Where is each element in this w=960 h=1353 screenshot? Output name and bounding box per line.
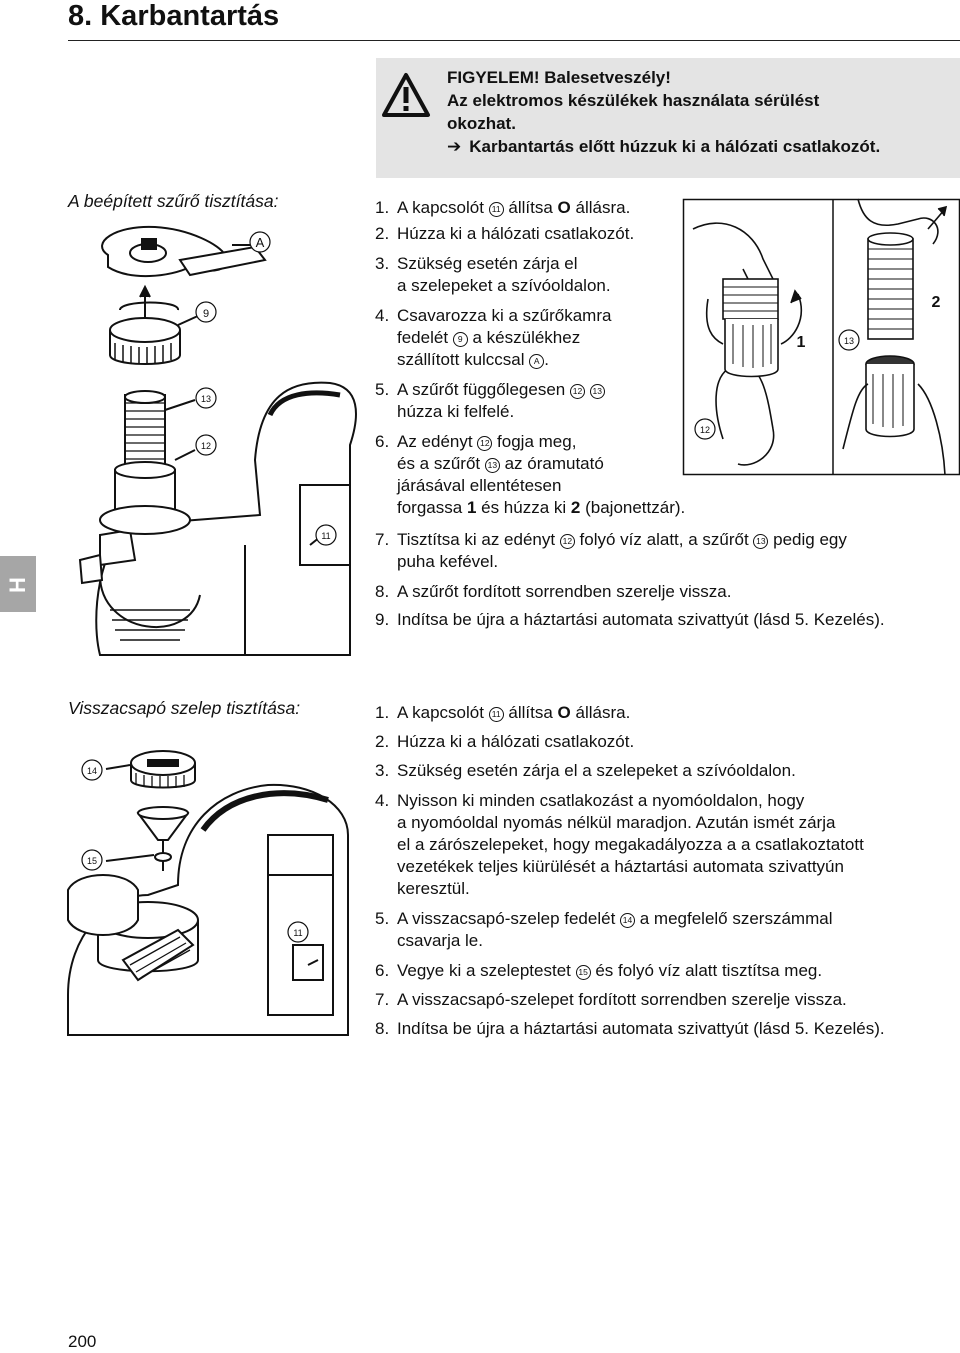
- step-7: 7.Tisztítsa ki az edényt 12 folyó víz al…: [375, 530, 847, 571]
- step-2: 2.Húzza ki a hálózati csatlakozót.: [375, 224, 635, 243]
- warning-instruction: ➔Karbantartás előtt húzzuk ki a hálózati…: [447, 137, 881, 156]
- label-12: 12: [700, 425, 710, 435]
- language-tab-letter: H: [5, 577, 30, 593]
- step-5: 5.A visszacsapó-szelep fedelét 14 a megf…: [375, 909, 833, 950]
- pump-filter-illustration: A 9 13 12 11: [78, 225, 357, 656]
- step-3: 3.Szükség esetén zárja el a szelepeket a…: [375, 761, 796, 780]
- label-13: 13: [844, 336, 854, 346]
- label-13: 13: [201, 394, 211, 404]
- check-valve-illustration: 14 15 11: [67, 750, 349, 1036]
- label-9: 9: [203, 308, 209, 320]
- ref-13-icon: 13: [753, 534, 769, 549]
- warning-triangle-icon: [382, 73, 430, 117]
- filter-removal-illustration: 1 2 13 12: [682, 198, 960, 476]
- language-tab: H: [0, 556, 36, 612]
- label-12: 12: [201, 441, 211, 451]
- step-4: 4.Nyisson ki minden csatlakozást a nyomó…: [375, 791, 864, 898]
- arrow-icon: ➔: [447, 137, 462, 156]
- ref-12-icon: 12: [569, 384, 585, 399]
- warning-line: okozhat.: [447, 114, 516, 133]
- ref-15-icon: 15: [575, 965, 591, 980]
- step-8: 8.A szűrőt fordított sorrendben szerelje…: [375, 582, 732, 601]
- warning-box: FIGYELEM! Balesetveszély! Az elektromos …: [376, 58, 960, 178]
- warning-text: FIGYELEM! Balesetveszély! Az elektromos …: [447, 66, 880, 158]
- label-15: 15: [87, 856, 97, 866]
- label-step-2: 2: [932, 294, 941, 311]
- step-1: 1.A kapcsolót 11 állítsa O állásra.: [375, 198, 631, 217]
- header-rule: [68, 40, 960, 41]
- ref-a-icon: A: [529, 354, 545, 369]
- ref-12-icon: 12: [477, 436, 493, 451]
- ref-12-icon: 12: [559, 534, 575, 549]
- label-14: 14: [87, 766, 97, 776]
- ref-11-icon: 11: [488, 202, 504, 217]
- step-7: 7.A visszacsapó-szelepet fordított sorre…: [375, 990, 847, 1009]
- section-title-check-valve: Visszacsapó szelep tisztítása:: [68, 698, 301, 718]
- section-title-filter: A beépített szűrő tisztítása:: [68, 191, 279, 211]
- warning-heading: FIGYELEM! Balesetveszély!: [447, 68, 671, 87]
- label-step-1: 1: [797, 334, 806, 351]
- page-number: 200: [68, 1332, 97, 1351]
- ref-13-icon: 13: [484, 458, 500, 473]
- step-6: 6.Az edényt 12 fogja meg,és a szűrőt 13 …: [375, 432, 686, 517]
- step-8: 8.Indítsa be újra a háztartási automata …: [375, 1019, 885, 1038]
- label-11: 11: [321, 531, 330, 541]
- ref-13-icon: 13: [589, 384, 605, 399]
- step-1: 1.A kapcsolót 11 állítsa O állásra.: [375, 703, 631, 722]
- ref-14-icon: 14: [620, 913, 636, 928]
- step-2: 2.Húzza ki a hálózati csatlakozót.: [375, 732, 635, 751]
- step-9: 9.Indítsa be újra a háztartási automata …: [375, 610, 885, 629]
- label-a: A: [256, 235, 265, 250]
- label-11: 11: [293, 928, 302, 938]
- step-6: 6.Vegye ki a szeleptestet 15 és folyó ví…: [375, 961, 823, 980]
- ref-9-icon: 9: [452, 332, 468, 347]
- ref-11-icon: 11: [488, 707, 504, 722]
- page-title: 8. Karbantartás: [68, 0, 280, 32]
- warning-line: Az elektromos készülékek használata sérü…: [447, 91, 820, 110]
